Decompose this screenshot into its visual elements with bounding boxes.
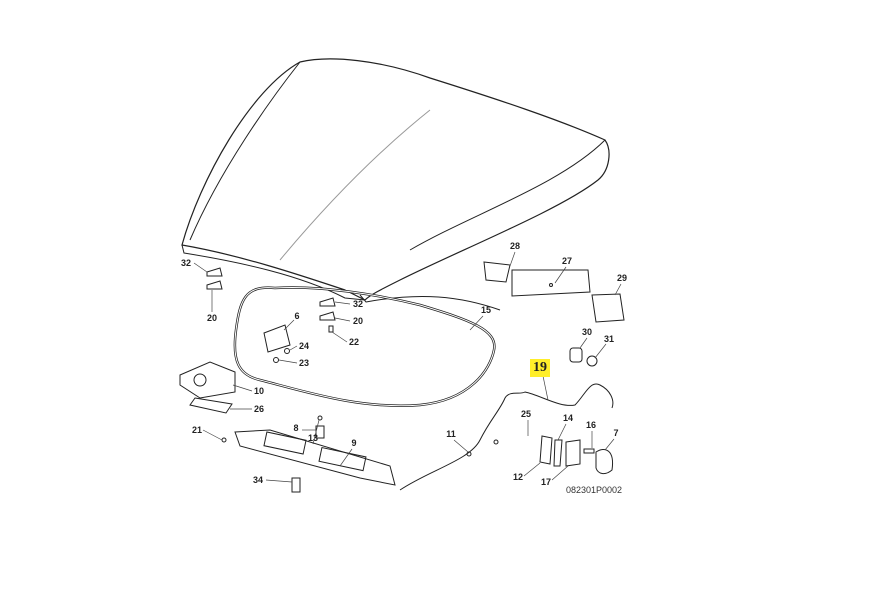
drawing-code: 082301P0002: [565, 485, 623, 495]
callout-13[interactable]: 13: [307, 433, 319, 443]
callout-6[interactable]: 6: [294, 311, 300, 321]
callout-12[interactable]: 12: [512, 472, 524, 482]
callout-11[interactable]: 11: [446, 429, 456, 439]
callout-20[interactable]: 20: [352, 316, 364, 326]
callout-32[interactable]: 32: [352, 299, 364, 309]
callout-24[interactable]: 24: [298, 341, 310, 351]
callout-20[interactable]: 20: [206, 313, 218, 323]
callout-27[interactable]: 27: [561, 256, 573, 266]
callout-8[interactable]: 8: [293, 423, 299, 433]
callout-15[interactable]: 15: [480, 305, 492, 315]
callout-32[interactable]: 32: [180, 258, 192, 268]
release-cable: [399, 383, 614, 491]
callout-25[interactable]: 25: [520, 409, 532, 419]
small-parts: [179, 261, 625, 493]
callout-17[interactable]: 17: [540, 477, 552, 487]
callout-28[interactable]: 28: [509, 241, 521, 251]
callout-19-highlighted[interactable]: 19: [530, 359, 550, 377]
callout-31[interactable]: 31: [603, 334, 615, 344]
seal-part-15: [233, 286, 496, 407]
hood-panel: [181, 58, 610, 311]
callout-7[interactable]: 7: [613, 428, 619, 438]
callout-34[interactable]: 34: [252, 475, 264, 485]
leader-lines: [193, 251, 622, 483]
callout-29[interactable]: 29: [616, 273, 628, 283]
callout-10[interactable]: 10: [253, 386, 265, 396]
callout-23[interactable]: 23: [298, 358, 310, 368]
callout-30[interactable]: 30: [581, 327, 593, 337]
callout-21[interactable]: 21: [191, 425, 203, 435]
callout-26[interactable]: 26: [253, 404, 265, 414]
callout-14[interactable]: 14: [562, 413, 574, 423]
callout-9[interactable]: 9: [351, 438, 357, 448]
callout-22[interactable]: 22: [348, 337, 360, 347]
callout-16[interactable]: 16: [585, 420, 597, 430]
